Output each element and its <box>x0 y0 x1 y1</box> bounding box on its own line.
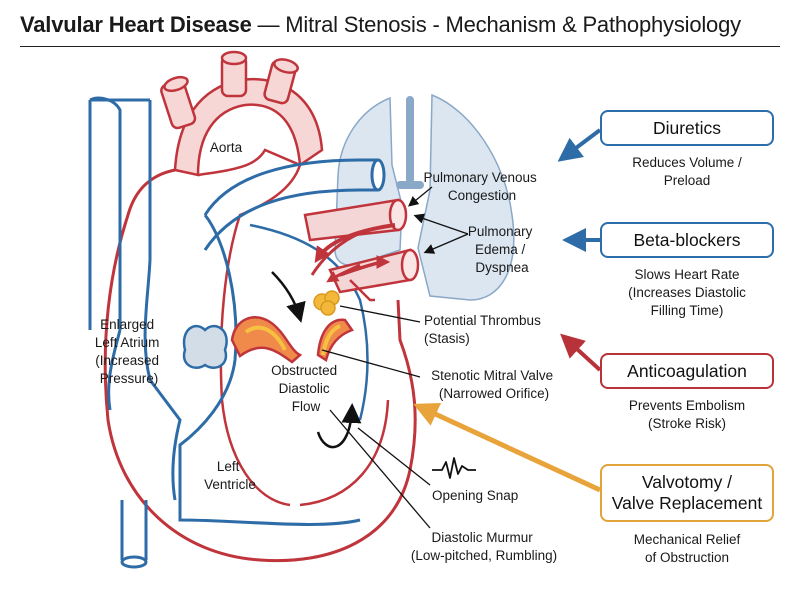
ventricle-wall-red <box>299 399 390 507</box>
anticoagulation-arrow <box>560 333 602 372</box>
treatment-valvotomy-description: Mechanical Relief of Obstruction <box>633 532 741 565</box>
diuretics-arrow <box>557 128 602 162</box>
pulmonary-artery-blue <box>203 158 386 251</box>
potential-thrombus <box>313 290 340 316</box>
valvotomy-arrow <box>413 402 602 493</box>
treatment-beta-blockers: Beta-blockers <box>600 222 774 258</box>
label-pulmonary-edema: Pulmonary Edema / Dyspnea <box>468 224 536 275</box>
regurgitant-flow-arrow <box>314 223 396 263</box>
ventricular-flow-arrow <box>316 403 362 449</box>
septum-blue <box>178 214 361 526</box>
heart-outline-red <box>103 168 417 563</box>
treatment-name: Valvotomy / Valve Replacement <box>611 471 763 513</box>
leader-lines <box>321 186 469 529</box>
treatment-name: Diuretics <box>652 117 722 138</box>
vena-cava-lower <box>120 500 148 569</box>
left-ventricle-inner-blue <box>249 223 369 421</box>
treatment-diuretics: Diuretics <box>600 110 774 146</box>
treatment-anticoagulation: Anticoagulation <box>600 353 774 389</box>
label-aorta: Aorta <box>210 140 243 155</box>
page-title: Valvular Heart Disease — Mitral Stenosis… <box>20 12 780 38</box>
right-heart-blue <box>107 259 182 501</box>
page-title-bold: Valvular Heart Disease <box>20 12 252 37</box>
label-opening-snap: Opening Snap <box>432 488 518 503</box>
tricuspid-valve <box>182 324 228 369</box>
backflow-arrow <box>326 263 361 283</box>
stenotic-mitral-valve <box>230 316 354 364</box>
treatment-name: Anticoagulation <box>627 360 747 381</box>
treatment-valvotomy: Valvotomy / Valve Replacement <box>600 464 774 522</box>
treatment-beta-blockers-description: Slows Heart Rate (Increases Diastolic Fi… <box>628 267 746 318</box>
vena-cava <box>88 96 152 330</box>
label-thrombus: Potential Thrombus (Stasis) <box>424 313 545 346</box>
title-divider <box>20 46 780 47</box>
label-diastolic-murmur: Diastolic Murmur (Low-pitched, Rumbling) <box>411 530 557 563</box>
treatment-diuretics-description: Reduces Volume / Preload <box>632 155 742 188</box>
heart-inner-red <box>197 148 302 507</box>
atrial-flow-arrow <box>271 271 306 323</box>
label-stenotic-valve: Stenotic Mitral Valve (Narrowed Orifice) <box>431 368 557 401</box>
treatment-name: Beta-blockers <box>633 229 741 250</box>
label-left-ventricle: Left Ventricle <box>204 459 256 492</box>
page-title-rest: — Mitral Stenosis - Mechanism & Pathophy… <box>251 12 742 37</box>
label-left-atrium: Enlarged Left Atrium (Increased Pressure… <box>95 317 163 386</box>
label-pulmonary-venous-congestion: Pulmonary Venous Congestion <box>423 170 540 203</box>
treatment-anticoagulation-description: Prevents Embolism (Stroke Risk) <box>628 398 746 431</box>
label-obstructed-flow: Obstructed Diastolic Flow <box>271 363 341 414</box>
opening-snap-icon <box>432 457 476 479</box>
aortic-arch <box>160 50 324 177</box>
regurgitant-flow-arrow <box>310 228 371 276</box>
